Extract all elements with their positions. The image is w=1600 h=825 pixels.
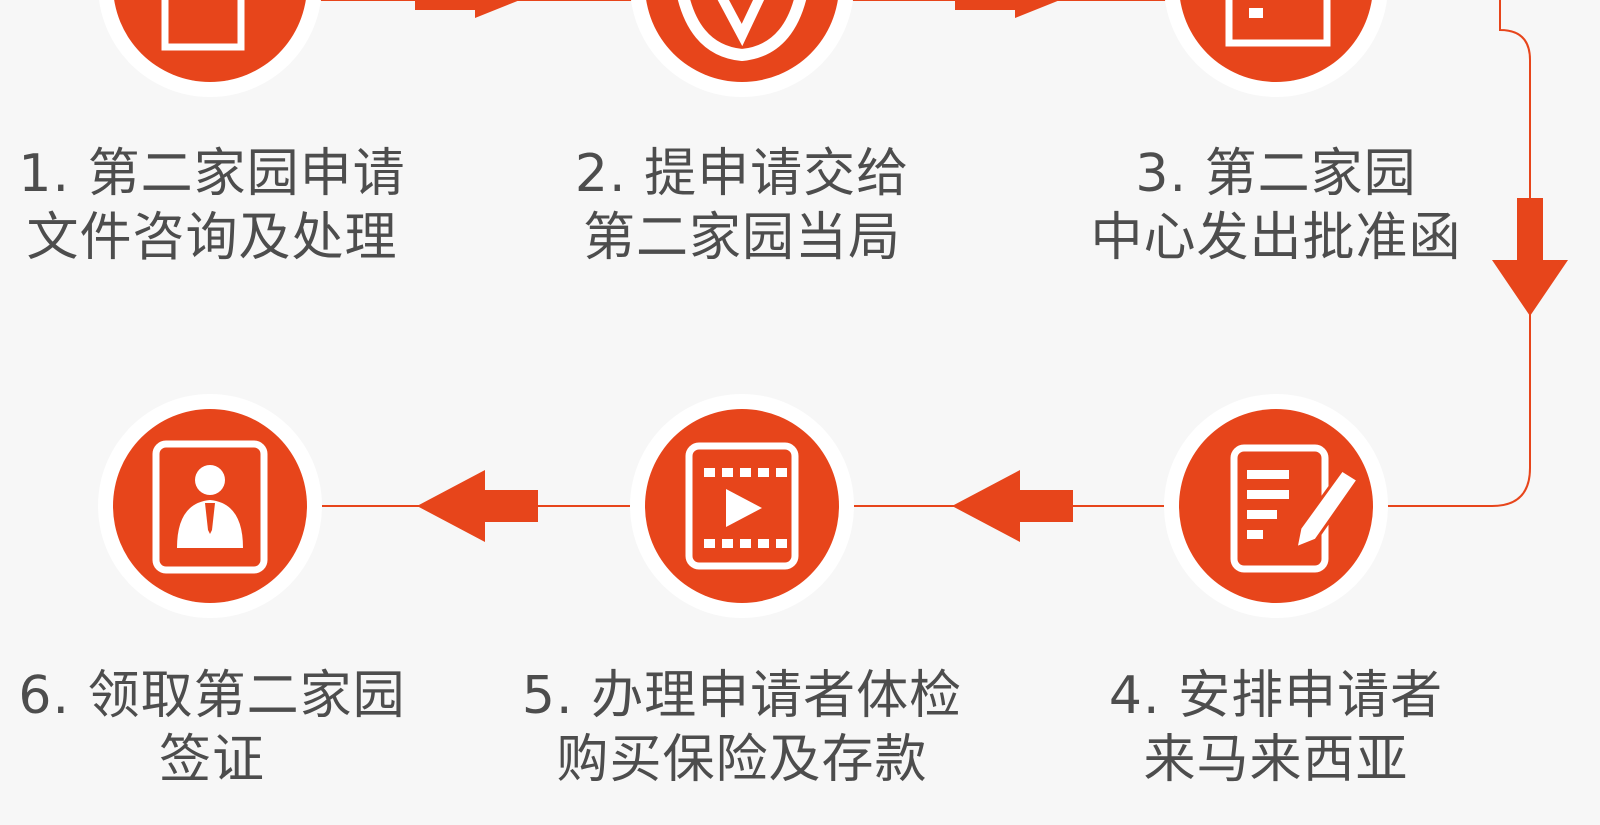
- step-5-line-1: 5. 办理申请者体检: [521, 666, 963, 726]
- arrow-down: [1492, 198, 1568, 316]
- step-2-label: 2. 提申请交给 第二家园当局: [502, 142, 982, 270]
- step-6-line-2: 签证: [158, 730, 265, 790]
- shield-check-icon: [677, 0, 807, 62]
- arrow-left-6-5: [417, 470, 538, 542]
- arrows: [415, 0, 1568, 542]
- video-play-icon: [685, 442, 799, 570]
- step-5-icon-circle: [630, 394, 854, 618]
- step-2-line-2: 第二家园当局: [582, 208, 901, 268]
- step-6-line-1: 6. 领取第二家园: [18, 666, 406, 726]
- step-3-icon-circle: [1165, 0, 1387, 97]
- step-1-line-1: 1. 第二家园申请: [18, 144, 406, 204]
- step-2-icon-circle: [631, 0, 853, 97]
- connector-3-4: [1276, 0, 1531, 507]
- visa-portrait-icon: [152, 440, 268, 574]
- step-3-line-2: 中心发出批准函: [1090, 208, 1462, 268]
- step-4-label: 4. 安排申请者 来马来西亚: [1036, 664, 1516, 792]
- step-5-label: 5. 办理申请者体检 购买保险及存款: [502, 664, 982, 792]
- step-6-label: 6. 领取第二家园 签证: [0, 664, 452, 792]
- step-6-icon-circle: [98, 394, 322, 618]
- step-1-label: 1. 第二家园申请 文件咨询及处理: [0, 142, 452, 270]
- step-3-label: 3. 第二家园 中心发出批准函: [1036, 142, 1516, 270]
- step-1-icon-circle: [99, 0, 321, 97]
- arrow-right-2: [955, 0, 1060, 18]
- arrow-left-5-4: [952, 470, 1073, 542]
- step-3-line-1: 3. 第二家园: [1135, 144, 1417, 204]
- step-4-line-1: 4. 安排申请者: [1108, 666, 1444, 726]
- step-2-line-1: 2. 提申请交给: [574, 144, 910, 204]
- form-pencil-icon: [1230, 444, 1361, 573]
- step-4-icon-circle: [1164, 394, 1388, 618]
- arrow-right-1: [415, 0, 520, 18]
- step-5-line-2: 购买保险及存款: [556, 730, 928, 790]
- step-4-line-2: 来马来西亚: [1143, 730, 1409, 790]
- letter-icon: [1225, 0, 1331, 47]
- step-1-line-2: 文件咨询及处理: [26, 208, 398, 268]
- document-icon: [161, 0, 245, 51]
